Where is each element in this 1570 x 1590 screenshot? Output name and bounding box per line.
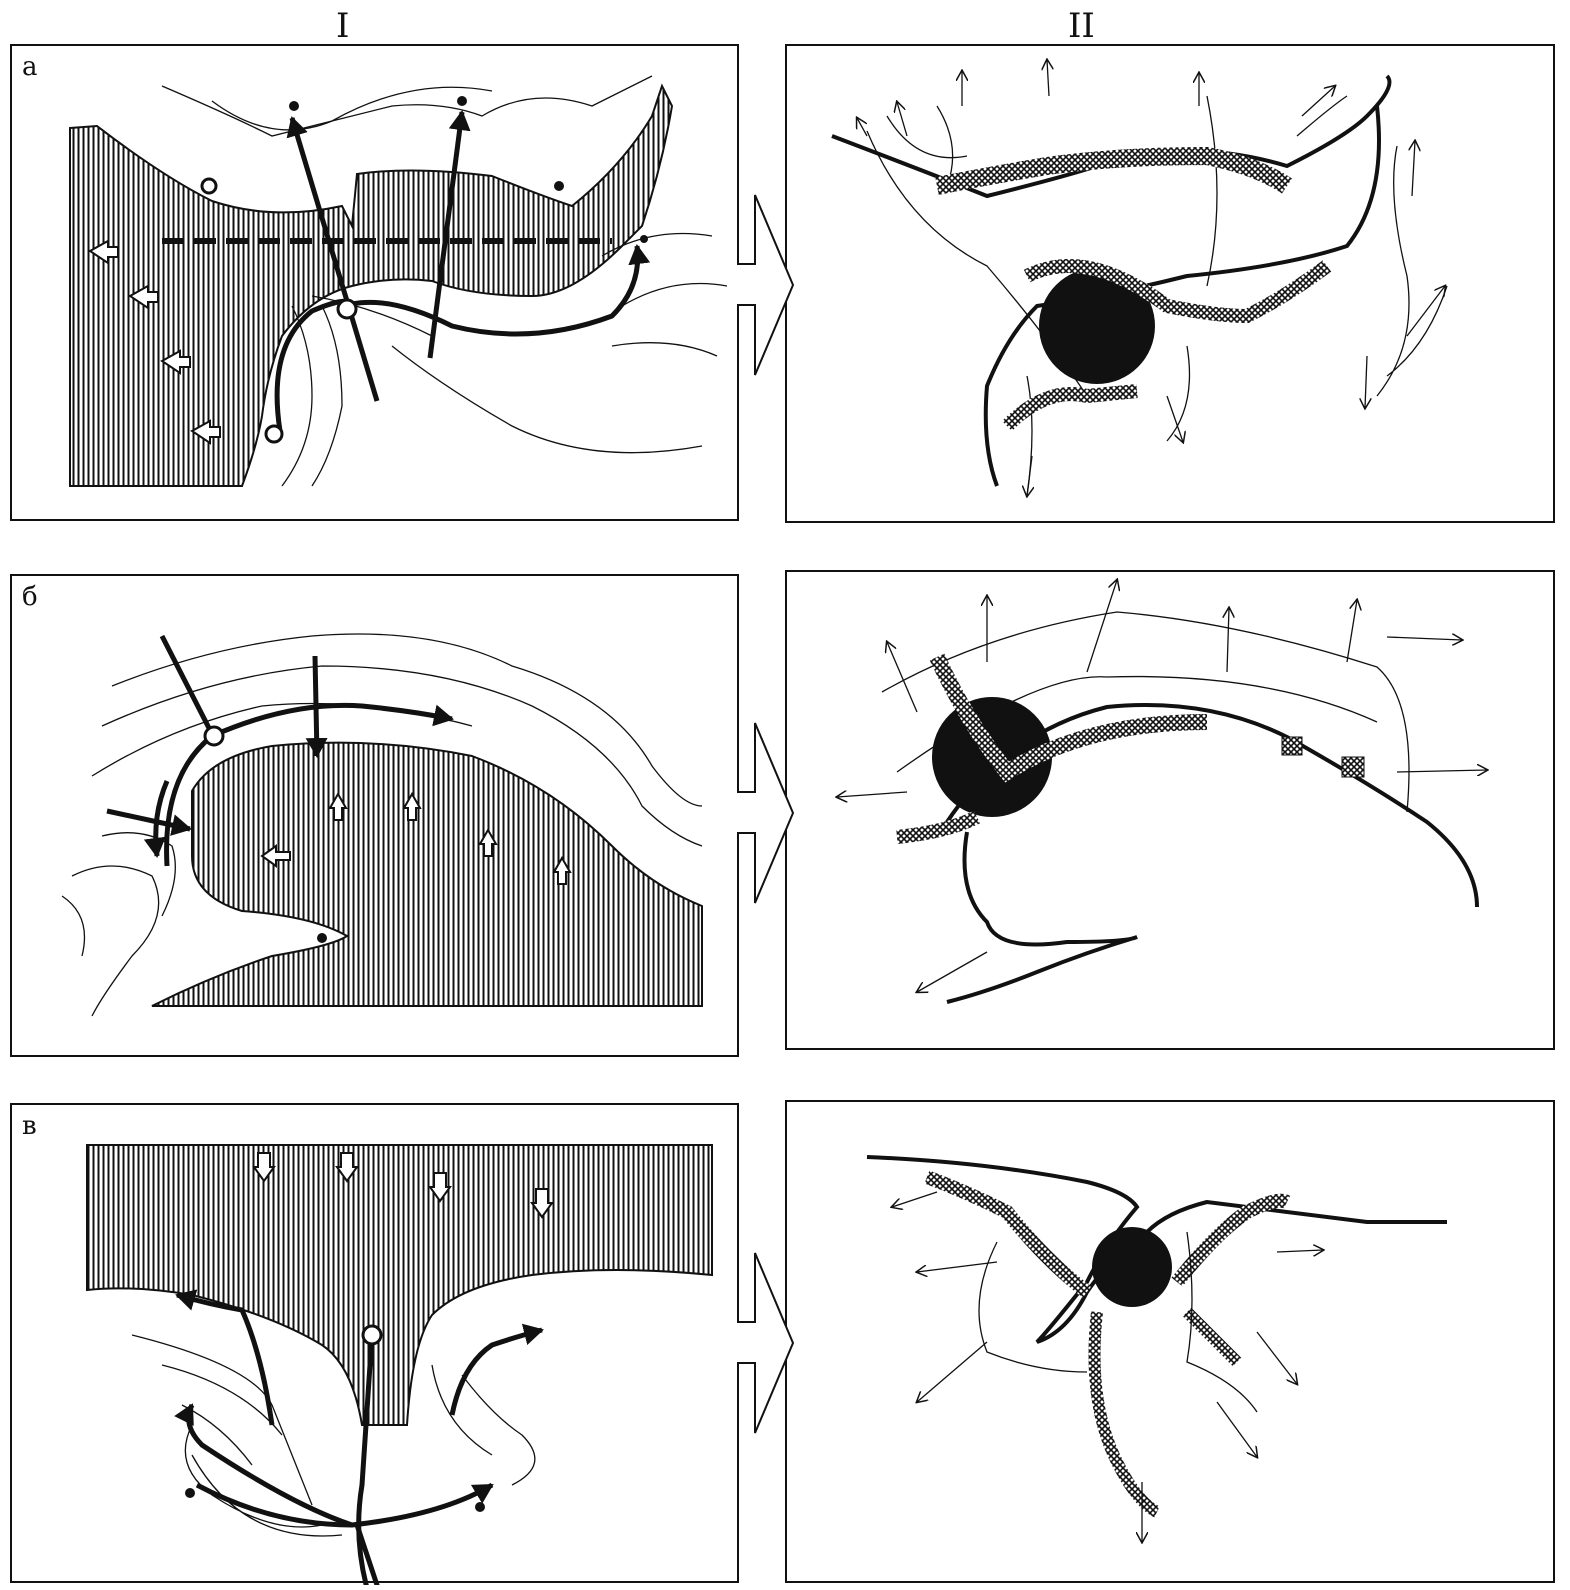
growth-arrow <box>917 1342 987 1402</box>
contour-line <box>282 296 432 486</box>
shore-line <box>947 832 1137 1002</box>
growth-arrow <box>1257 1332 1297 1384</box>
settlement-dot <box>185 1488 195 1498</box>
growth-arrow <box>1407 286 1445 336</box>
plan-map-b <box>787 572 1557 1052</box>
panel-a-terrain: а <box>10 44 739 521</box>
water-hatch-b <box>152 743 702 1006</box>
panel-b-terrain: б <box>10 574 739 1057</box>
panel-a-plan <box>785 44 1555 523</box>
growth-arrow <box>1347 600 1357 662</box>
contour-line <box>212 87 492 130</box>
road-line <box>162 636 212 734</box>
transition-arrow-c <box>735 1248 795 1438</box>
growth-arrow <box>1047 60 1049 96</box>
growth-arrow <box>892 1192 937 1207</box>
settlement-dot <box>475 1502 485 1512</box>
urban-zone <box>1095 1312 1158 1512</box>
center-node <box>363 1326 381 1344</box>
growth-arrow <box>857 118 867 136</box>
plan-map-c <box>787 1102 1557 1585</box>
plan-map-a <box>787 46 1557 525</box>
settlement-dot <box>640 235 648 243</box>
urban-block <box>1342 757 1364 777</box>
panel-c-plan <box>785 1100 1555 1583</box>
growth-arrow <box>1365 356 1367 408</box>
center-node <box>205 727 223 745</box>
growth-arrow <box>917 952 987 992</box>
terrain-map-a <box>12 46 741 523</box>
road-arrow <box>452 1330 542 1415</box>
settlement-dot <box>554 181 564 191</box>
road-thick <box>832 76 1390 196</box>
panel-c-terrain: в <box>10 1103 739 1583</box>
node-icon <box>202 179 216 193</box>
column-header-I: I <box>336 6 349 46</box>
road-arrow <box>107 811 190 829</box>
terrain-map-c <box>12 1105 741 1585</box>
center-node <box>338 300 356 318</box>
urban-zone <box>937 156 1287 186</box>
road-arrow <box>315 656 317 756</box>
growth-arrow <box>1227 608 1229 672</box>
port-node <box>266 426 282 442</box>
settlement-dot <box>317 933 327 943</box>
growth-arrow <box>1387 637 1462 640</box>
growth-arrow <box>1027 456 1032 496</box>
settlement-dot <box>457 96 467 106</box>
growth-arrow <box>1302 86 1335 116</box>
water-hatch-c <box>87 1145 712 1425</box>
terrain-map-b <box>12 576 741 1059</box>
transition-arrow-a <box>735 190 795 380</box>
column-header-II: II <box>1068 6 1095 46</box>
contour-line <box>62 833 175 1016</box>
city-center-disk <box>1092 1227 1172 1307</box>
transition-arrow-b <box>735 718 795 908</box>
urban-block <box>1282 737 1302 755</box>
urban-zone <box>1187 1312 1237 1362</box>
urban-zone <box>927 1177 1087 1292</box>
growth-arrow <box>1217 1402 1257 1457</box>
growth-arrow <box>837 792 907 797</box>
growth-arrow <box>897 102 907 136</box>
main-road-arc <box>197 1485 492 1525</box>
settlement-dot <box>289 101 299 111</box>
growth-arrow <box>887 642 917 712</box>
water-hatch-a <box>70 86 672 486</box>
growth-arrow <box>1397 770 1487 772</box>
growth-arrow <box>1412 141 1415 196</box>
growth-arrow <box>1087 580 1117 672</box>
urban-zone <box>1177 1201 1287 1282</box>
urban-zone <box>1007 391 1137 426</box>
contour-line <box>162 76 652 136</box>
growth-arrow <box>1277 1250 1323 1252</box>
panel-b-plan <box>785 570 1555 1050</box>
